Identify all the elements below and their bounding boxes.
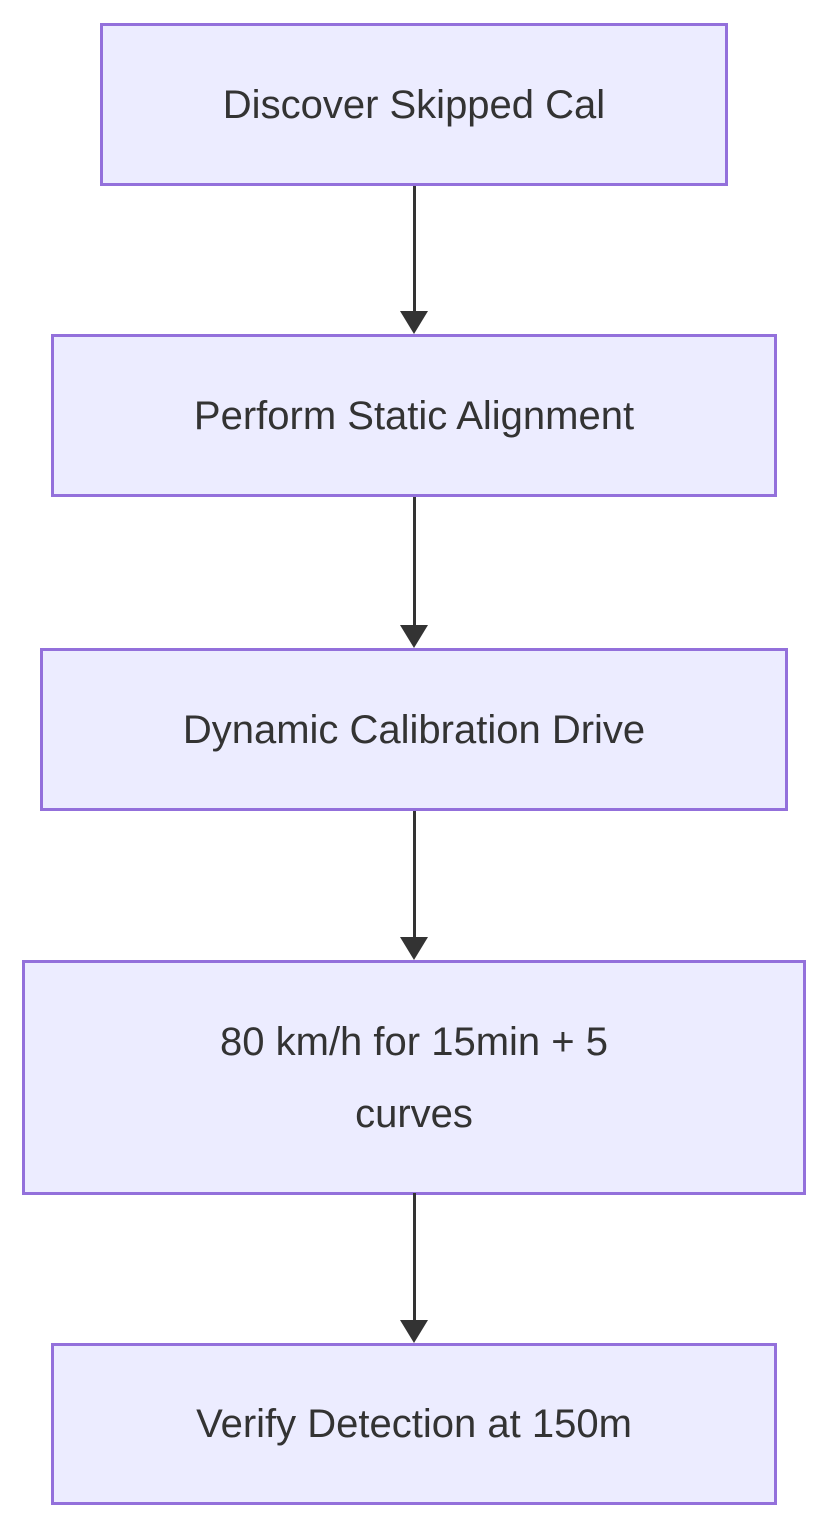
node-label: Verify Detection at 150m	[196, 1402, 632, 1446]
node-label: Dynamic Calibration Drive	[182, 707, 646, 752]
flow-node-dynamic-calibration-drive: Dynamic Calibration Drive	[40, 648, 788, 811]
edge-connector-4	[400, 1193, 428, 1343]
edge-connector-1	[400, 186, 428, 334]
flow-node-verify-detection-150m: Verify Detection at 150m	[51, 1343, 777, 1505]
arrowhead-down-icon	[400, 1320, 428, 1343]
node-label: Perform Static Alignment	[193, 393, 635, 438]
edge-line	[412, 811, 416, 938]
edge-line	[412, 497, 416, 626]
arrowhead-down-icon	[400, 937, 428, 960]
flow-node-discover-skipped-cal: Discover Skipped Cal	[100, 23, 728, 186]
flow-node-drive-profile: 80 km/h for 15min + 5 curves	[22, 960, 806, 1195]
edge-connector-2	[400, 497, 428, 648]
edge-line	[412, 1193, 416, 1321]
node-label: Discover Skipped Cal	[222, 82, 606, 127]
edge-line	[412, 186, 416, 312]
edge-connector-3	[400, 811, 428, 960]
arrowhead-down-icon	[400, 625, 428, 648]
node-label: 80 km/h for 15min + 5 curves	[220, 1019, 608, 1136]
flow-node-perform-static-alignment: Perform Static Alignment	[51, 334, 777, 497]
arrowhead-down-icon	[400, 311, 428, 334]
